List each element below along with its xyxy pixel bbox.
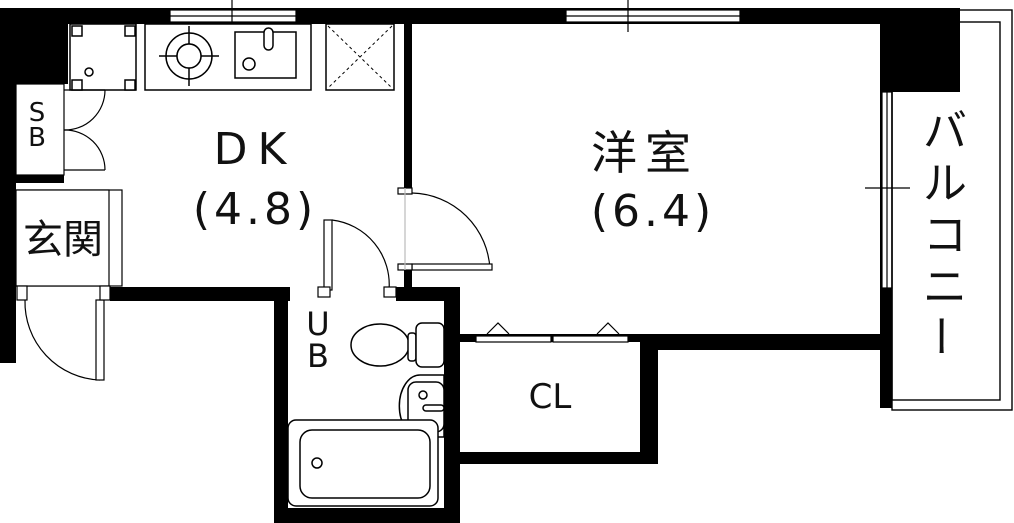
western-room-area: (6.4) — [590, 186, 716, 237]
doors — [15, 83, 629, 381]
kitchen-fixtures — [69, 23, 395, 91]
balcony-outline — [891, 9, 1013, 411]
balcony-char: ル — [923, 158, 967, 209]
entrance-label: 玄関 — [23, 217, 103, 263]
dk-room-area: (4.8) — [192, 184, 318, 235]
unit-bath-label-b: B — [307, 337, 329, 375]
dk-room-name: DK — [213, 124, 297, 175]
shoe-box-label-s: S — [28, 98, 46, 128]
unit-bath-label-u: U — [306, 305, 330, 343]
balcony-char: コ — [923, 210, 967, 261]
balcony-char: ニ — [923, 262, 967, 313]
western-room-name: 洋室 — [591, 126, 699, 180]
balcony-char: ー — [912, 314, 963, 358]
bathroom-fixtures — [287, 322, 445, 507]
balcony-label: バ ル コ ニ ー — [912, 106, 975, 362]
balcony-char: バ — [923, 106, 967, 157]
closet-label: CL — [528, 377, 572, 417]
shoe-box-label-b: B — [28, 123, 46, 153]
windows — [169, 0, 910, 289]
